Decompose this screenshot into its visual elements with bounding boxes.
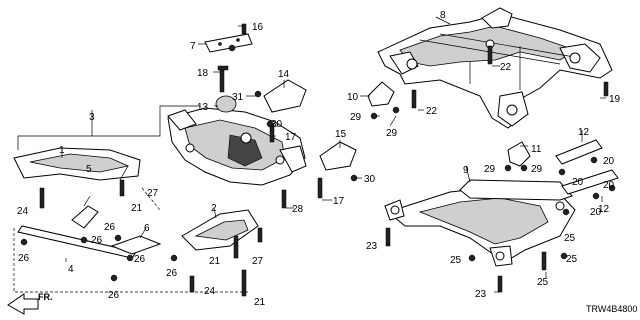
callouts: 1 2 3 4 5 6 7 8 9 10 11 12 12 13 14 15 1…: [17, 10, 621, 308]
mount-13: [215, 95, 237, 113]
callout-20b: 20: [572, 177, 584, 188]
callout-23a: 23: [366, 241, 378, 252]
callout-17b: 17: [333, 196, 345, 207]
callout-26e: 26: [166, 268, 178, 279]
callout-16: 16: [252, 22, 264, 33]
callout-9: 9: [463, 165, 469, 176]
callout-29d: 29: [531, 164, 543, 175]
callout-25c: 25: [566, 254, 578, 265]
rear-subframe: [377, 7, 613, 129]
callout-2: 2: [211, 203, 217, 214]
callout-25d: 25: [537, 277, 549, 288]
callout-22a: 22: [500, 62, 512, 73]
callout-24b: 24: [204, 286, 216, 297]
front-direction-arrow: FR.: [7, 292, 53, 315]
callout-31: 31: [232, 92, 244, 103]
callout-21b: 21: [209, 256, 221, 267]
bracket-7: [204, 33, 253, 53]
callout-11: 11: [531, 144, 542, 155]
callout-3: 3: [89, 112, 95, 123]
plate-5: [71, 205, 99, 229]
callout-26b: 26: [91, 235, 103, 246]
bar-4: [17, 225, 137, 259]
callout-26d: 26: [134, 254, 146, 265]
leader-lines: [13, 16, 606, 293]
callout-26a: 26: [104, 222, 116, 233]
callout-10: 10: [347, 92, 359, 103]
callout-17a: 17: [285, 132, 297, 143]
callout-4: 4: [68, 264, 74, 275]
callout-14: 14: [278, 69, 290, 80]
plate-6: [110, 235, 162, 255]
bracket-15: [319, 141, 357, 171]
callout-26f: 26: [108, 290, 120, 301]
callout-30b: 30: [364, 174, 376, 185]
callout-21a: 21: [131, 203, 143, 214]
diagram-code: TRW4B4800: [586, 304, 637, 314]
bracket-10: [367, 81, 395, 107]
callout-28: 28: [292, 204, 304, 215]
callout-13: 13: [197, 102, 209, 113]
callout-12a: 12: [578, 127, 590, 138]
callout-21c: 21: [254, 297, 266, 308]
callout-29a: 29: [350, 112, 362, 123]
callout-22b: 22: [426, 106, 438, 117]
callout-23b: 23: [475, 289, 487, 300]
callout-20c: 20: [603, 180, 615, 191]
bracket-11: [507, 141, 531, 167]
callout-15: 15: [335, 129, 347, 140]
callout-5: 5: [86, 164, 92, 175]
bracket-12b: [561, 169, 619, 195]
bracket-12a: [555, 139, 603, 165]
bracket-14: [263, 79, 307, 113]
callout-6: 6: [144, 223, 150, 234]
lower-brace: [384, 179, 576, 267]
callout-30a: 30: [271, 119, 283, 130]
callout-29b: 29: [386, 128, 398, 139]
callout-1: 1: [59, 145, 65, 156]
callout-8: 8: [440, 10, 446, 21]
callout-26c: 26: [18, 253, 30, 264]
callout-25a: 25: [564, 233, 576, 244]
front-subframe: [167, 107, 307, 186]
callout-20d: 20: [590, 207, 602, 218]
callout-27b: 27: [252, 256, 264, 267]
callout-24a: 24: [17, 206, 29, 217]
callout-27a: 27: [147, 188, 159, 199]
front-direction-label: FR.: [38, 292, 53, 302]
callout-7: 7: [190, 41, 196, 52]
callout-12b: 12: [598, 204, 610, 215]
callout-19: 19: [609, 94, 621, 105]
bolts: [20, 23, 616, 297]
callout-29c: 29: [484, 164, 496, 175]
callout-20a: 20: [603, 156, 615, 167]
callout-25b: 25: [450, 255, 462, 266]
callout-18: 18: [197, 68, 209, 79]
